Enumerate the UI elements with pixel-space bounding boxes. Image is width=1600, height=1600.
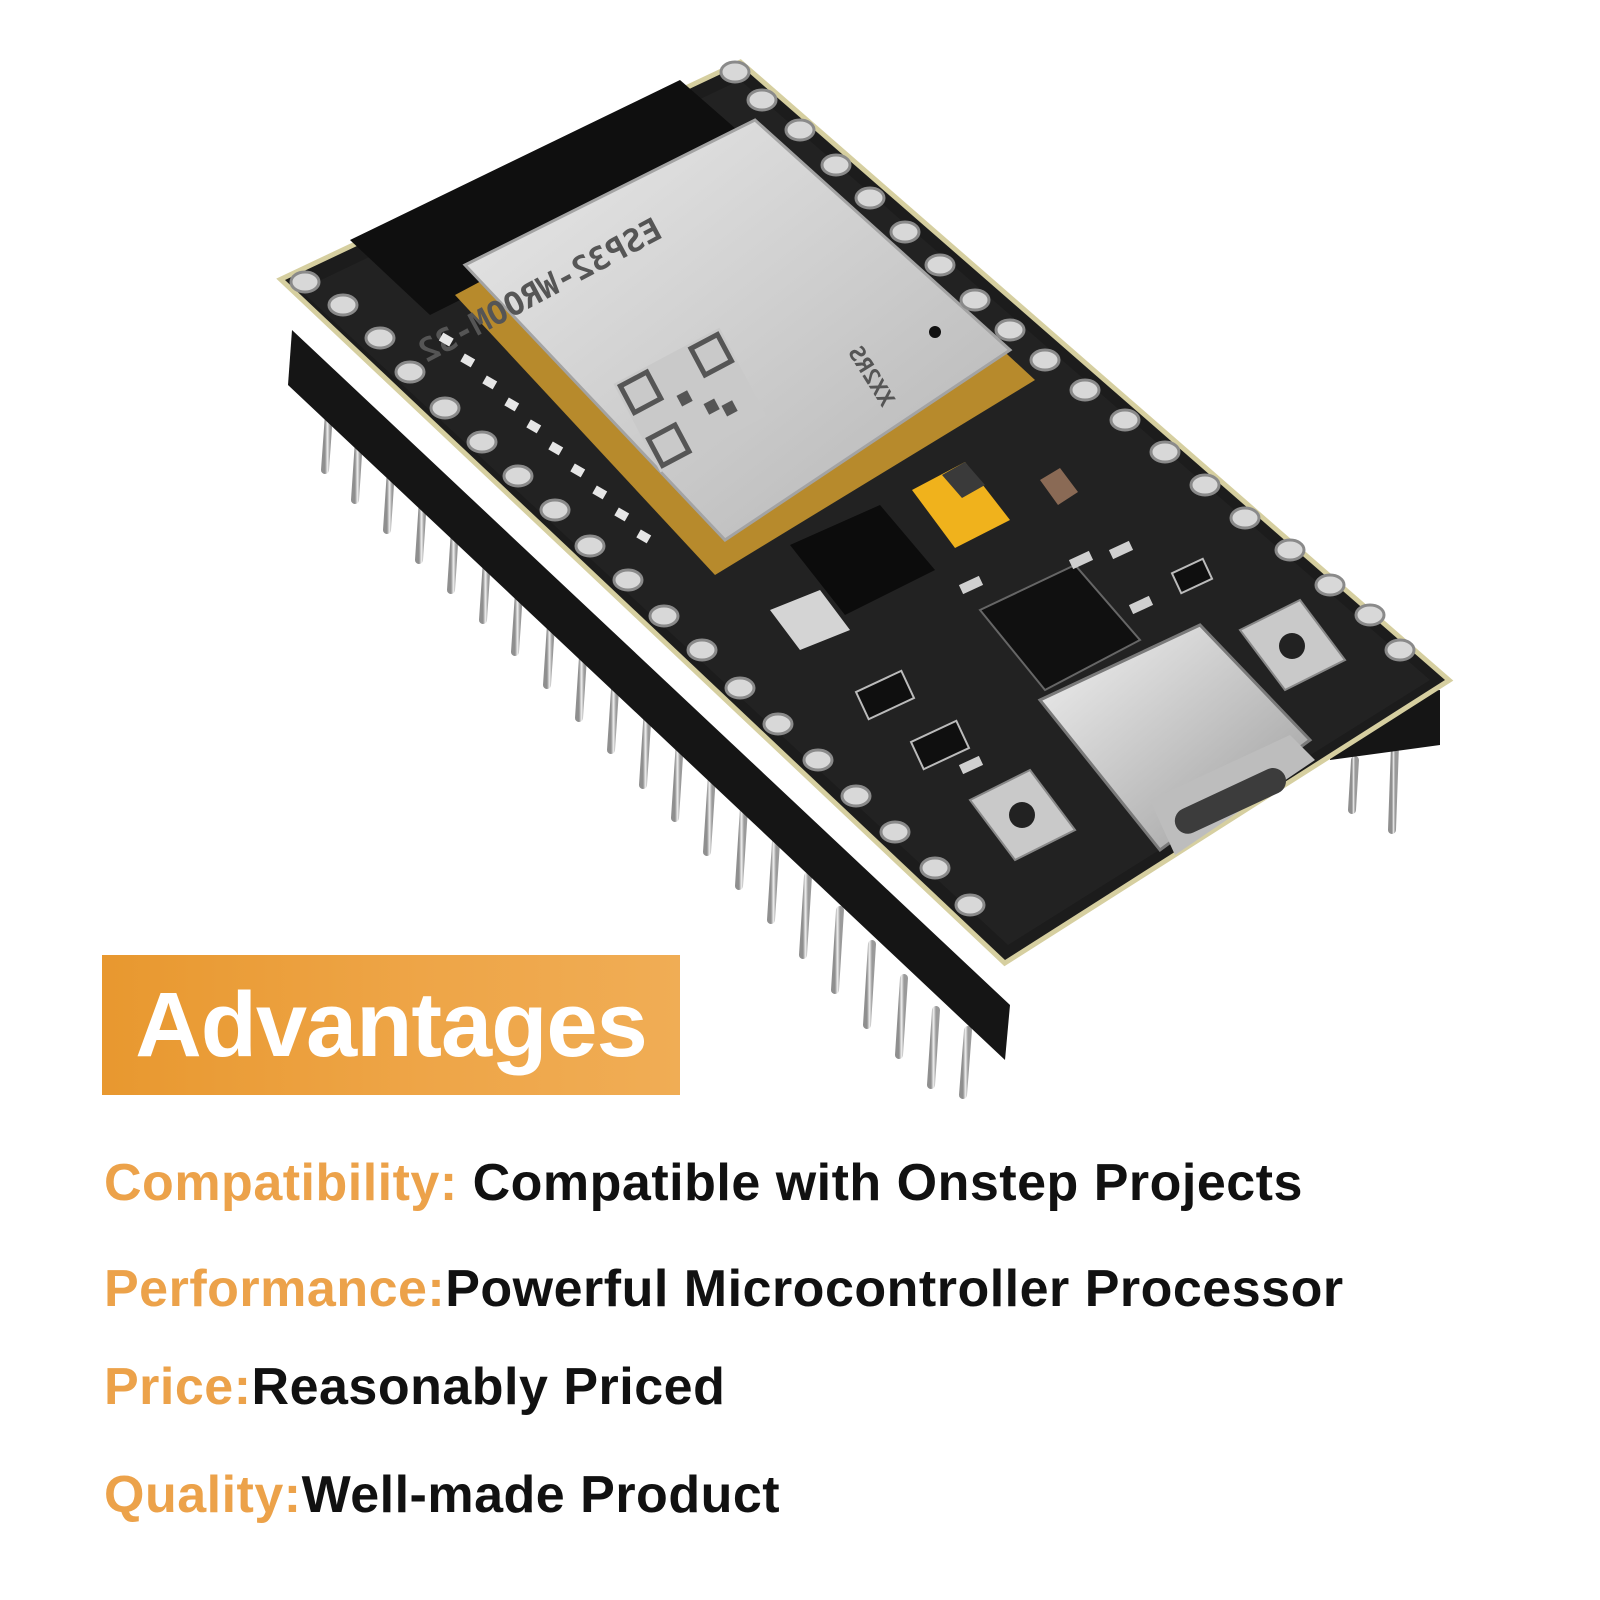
feature-value: Well-made Product (301, 1466, 781, 1524)
usb-c-port (1037, 623, 1315, 855)
feature-price: Price:Reasonably Priced (104, 1361, 725, 1413)
boot-button (1238, 598, 1347, 692)
feature-key: Price: (104, 1358, 252, 1416)
qr-code (613, 327, 767, 473)
voltage-regulator (770, 505, 935, 650)
esp32-shield (462, 118, 1013, 542)
banner-title: Advantages (135, 974, 647, 1076)
feature-value: Powerful Microcontroller Processor (445, 1260, 1344, 1318)
feature-key: Quality: (104, 1466, 302, 1524)
feature-quality: Quality:Well-made Product (104, 1469, 780, 1521)
left-header-strip (288, 330, 1010, 1060)
advantages-banner: Advantages (102, 955, 680, 1095)
tantalum-capacitor (912, 462, 1010, 548)
feature-key: Performance: (104, 1260, 446, 1318)
feature-value: Compatible with Onstep Projects (457, 1154, 1303, 1212)
right-pin-tops (719, 60, 1416, 662)
esp32-board-illustration: ESP32-WROOM-32 XX2RS (276, 59, 1454, 1099)
feature-value: Reasonably Priced (251, 1358, 726, 1416)
left-pin-tops (289, 270, 986, 917)
feature-compatibility: Compatibility: Compatible with Onstep Pr… (104, 1157, 1303, 1209)
right-header-pins (1348, 741, 1399, 834)
feature-key: Compatibility: (104, 1154, 458, 1212)
feature-performance: Performance:Powerful Microcontroller Pro… (104, 1263, 1344, 1315)
usb-serial-chip (978, 563, 1142, 692)
antenna-area (350, 80, 760, 315)
product-image: ESP32-WROOM-32 XX2RS (276, 59, 1454, 1099)
reset-button (968, 768, 1077, 862)
